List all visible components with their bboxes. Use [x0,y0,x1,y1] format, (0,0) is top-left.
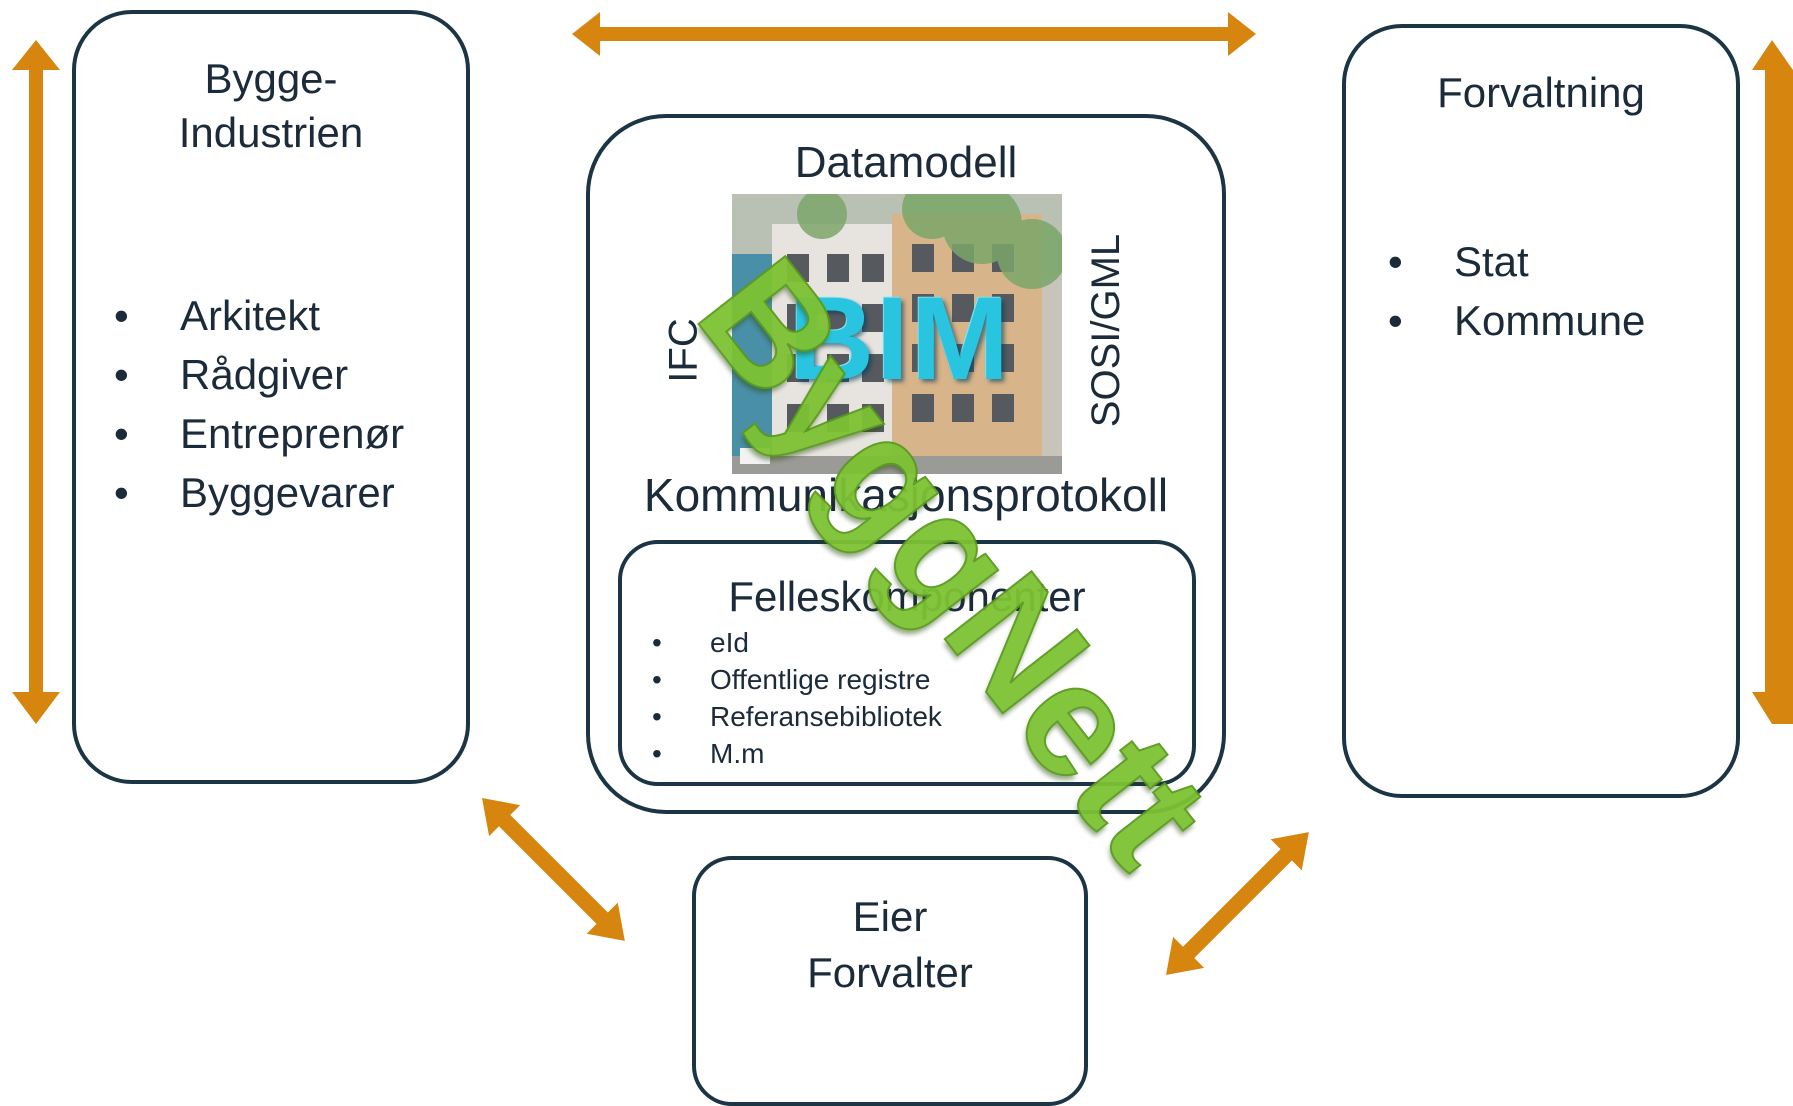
building-industry-title-line2: Industrien [178,109,364,156]
diagonal-arrow-right [1166,832,1309,975]
data-model-title: Datamodell [794,138,1018,187]
right-double-arrow [1752,40,1793,724]
building-image [732,194,1062,474]
list-item: Referansebibliotek [652,698,942,735]
data-model-box: Datamodell BIM IFC SOSI/GML Kommunikasjo… [586,114,1226,814]
management-box: Forvaltning Stat Kommune [1342,24,1740,798]
building-industry-title-line1: Bygge- [204,55,338,102]
list-item: Byggevarer [114,463,404,522]
list-item: Arkitekt [114,286,404,345]
list-item: eId [652,624,942,661]
building-industry-box: Bygge- Industrien Arkitekt Rådgiver Entr… [72,10,470,784]
common-components-title: Felleskomponenter [728,573,1086,620]
list-item: Kommune [1388,291,1645,350]
list-item: Stat [1388,232,1645,291]
building-industry-list: Arkitekt Rådgiver Entreprenør Byggevarer [114,286,404,522]
list-item: Offentlige registre [652,661,942,698]
owner-manager-box: Eier Forvalter [692,856,1088,1106]
common-components-list: eId Offentlige registre Referansebibliot… [652,624,942,772]
management-list: Stat Kommune [1388,232,1645,350]
sosi-gml-label: SOSI/GML [1084,233,1129,428]
communication-protocol-label: Kommunikasjonsprotokoll [643,469,1169,521]
common-components-box: Felleskomponenter eId Offentlige registr… [618,540,1196,786]
top-double-arrow [572,12,1256,56]
diagonal-arrow-left [482,798,625,941]
bim-label: BIM [788,273,1012,405]
list-item: M.m [652,735,942,772]
owner-manager-line2: Forvalter [807,949,973,996]
management-title: Forvaltning [1437,69,1645,116]
list-item: Rådgiver [114,345,404,404]
left-double-arrow [12,40,60,724]
building-industry-title: Bygge- Industrien [76,52,466,160]
list-item: Entreprenør [114,404,404,463]
owner-manager-line1: Eier [852,893,928,940]
